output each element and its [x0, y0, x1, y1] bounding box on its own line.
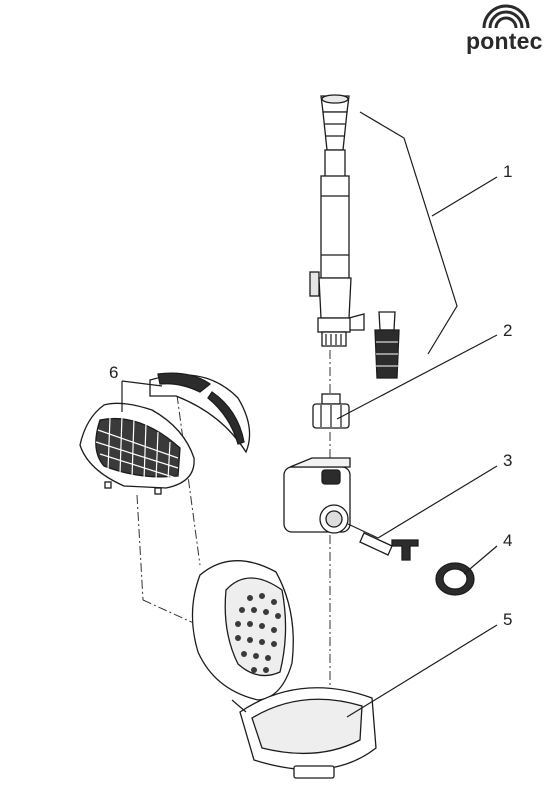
part-adapter-nut [312, 393, 350, 429]
brand-name: pontec [466, 28, 543, 54]
filter-cover-slots [95, 415, 179, 481]
brand-logo: pontec [462, 4, 550, 56]
callout-3: 3 [503, 451, 512, 470]
callout-5: 5 [503, 610, 512, 629]
pontec-arcs-logo-icon [482, 4, 530, 29]
callout-6: 6 [109, 363, 118, 382]
callout-1: 1 [503, 162, 512, 181]
leader-5 [346, 624, 498, 718]
leader-lines [121, 111, 498, 718]
part-filter-covers [79, 372, 251, 495]
leader-2 [336, 334, 498, 420]
leader-6b [121, 380, 163, 387]
part-pump [283, 457, 419, 561]
leader-4 [463, 545, 498, 575]
leader-1 [431, 176, 498, 217]
filter-basket-perforations [235, 593, 281, 673]
part-riser [309, 94, 400, 379]
callout-2: 2 [503, 321, 512, 340]
part-ring [435, 562, 475, 596]
leader-1a [359, 111, 458, 355]
leader-3 [377, 465, 498, 539]
callout-4: 4 [503, 531, 512, 550]
callout-numbers: 1 2 3 4 5 6 [109, 162, 512, 629]
part-filter-basket [191, 560, 377, 779]
